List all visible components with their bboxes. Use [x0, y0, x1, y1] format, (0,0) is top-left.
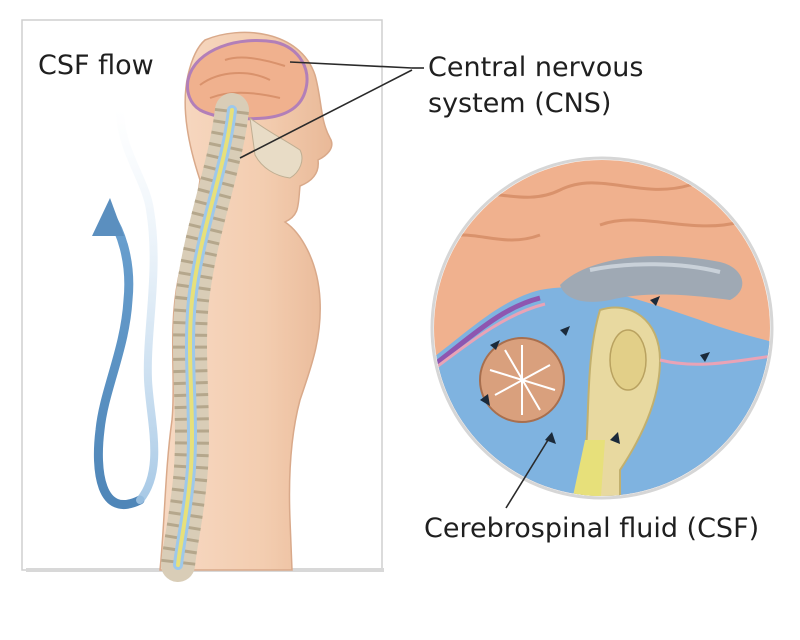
magnified-view	[430, 156, 774, 500]
csf-flow-label: CSF flow	[38, 50, 154, 81]
cns-label-line2: system (CNS)	[428, 88, 612, 119]
brain	[186, 39, 309, 121]
spinal-column	[161, 93, 249, 582]
cns-leader-lines	[239, 61, 424, 159]
csf-label: Cerebrospinal fluid (CSF)	[424, 513, 760, 544]
csf-flow-arrow	[92, 106, 159, 510]
spinal-cord	[176, 108, 234, 567]
arrow-head	[92, 198, 124, 236]
csf-leader-line	[505, 439, 549, 509]
cns-label-line1: Central nervous	[428, 52, 644, 83]
